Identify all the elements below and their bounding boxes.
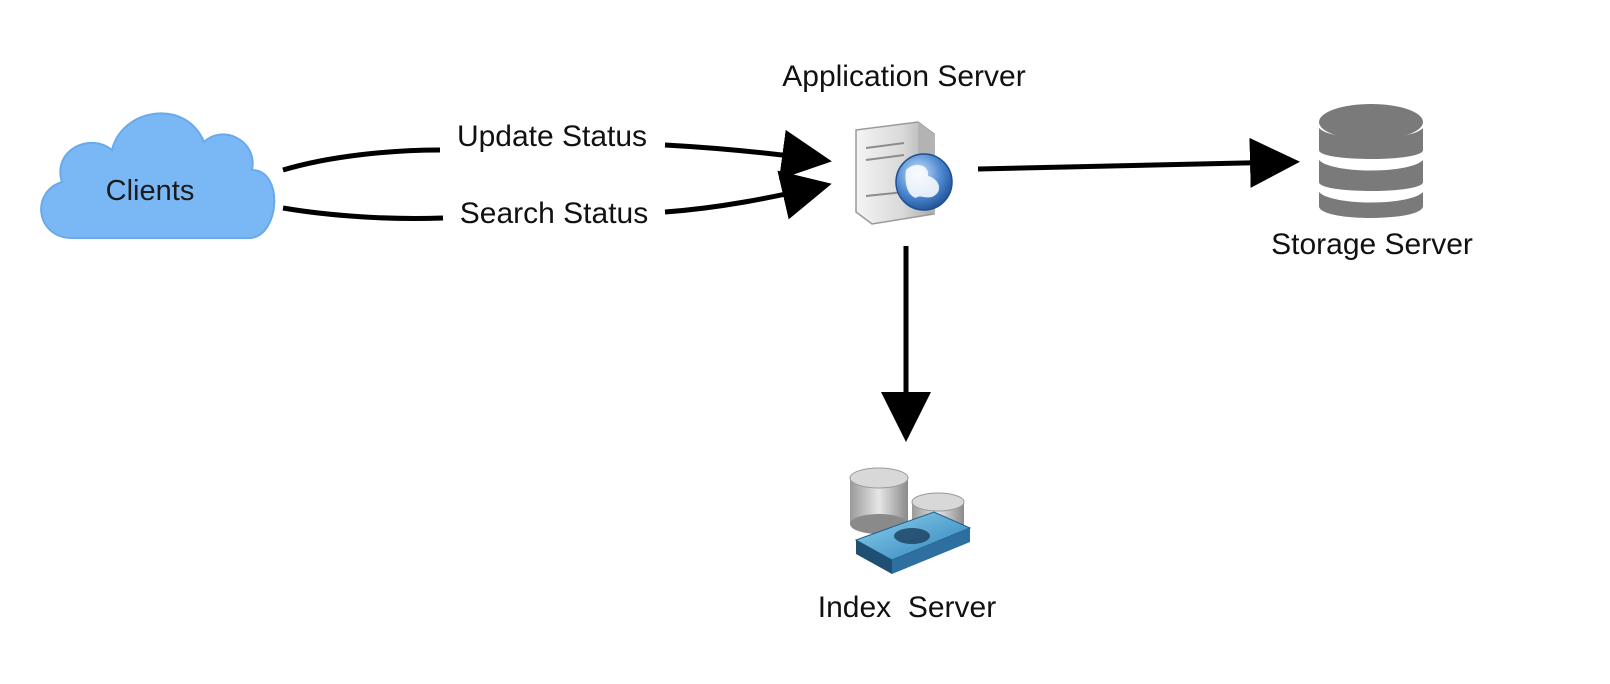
storage-server-node: Storage Server	[1271, 104, 1473, 261]
clients-label: Clients	[106, 175, 195, 207]
database-icon	[1319, 104, 1423, 218]
application-server-node: Application Server	[782, 60, 1026, 225]
index-server-node: Index Server	[818, 467, 996, 624]
search-status-label: Search Status	[460, 197, 648, 230]
index-server-label: Index Server	[818, 591, 996, 624]
cloud-icon	[40, 112, 276, 239]
web-server-globe-icon	[855, 121, 953, 225]
edge-update-status: Update Status	[282, 120, 822, 170]
disk-storage-icon	[849, 467, 972, 574]
application-server-label: Application Server	[782, 60, 1025, 93]
update-status-label: Update Status	[457, 120, 647, 153]
edge-app-to-storage	[977, 137, 1300, 188]
edge-search-status: Search Status	[282, 186, 822, 230]
app-to-storage-arrow	[977, 137, 1300, 188]
clients-node: Clients	[40, 112, 276, 239]
search-status-arrow	[282, 186, 822, 219]
storage-server-label: Storage Server	[1271, 228, 1473, 261]
